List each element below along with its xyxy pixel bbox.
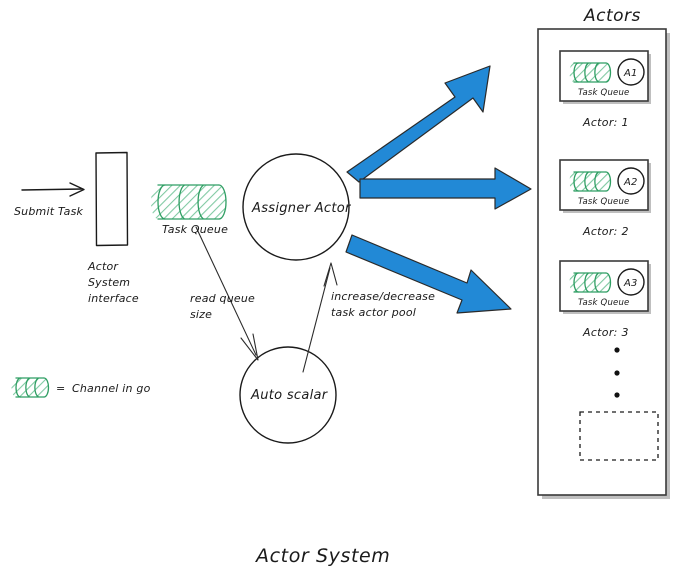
actors-panel-title: Actors [583, 6, 641, 26]
read-queue-size-arrow-icon [195, 226, 259, 361]
read-queue-size-label-line1: read queue [190, 292, 255, 305]
actor-3-queue-label: Task Queue [578, 298, 630, 308]
legend-equals-sign: = [56, 382, 65, 395]
auto-scalar-node [239, 346, 337, 444]
actor-3-caption: Actor: 3 [582, 326, 629, 339]
task-queue-cylinder-icon [151, 184, 227, 220]
actor-card-1[interactable] [559, 50, 651, 104]
scale-pool-label-line1: increase/decrease [331, 290, 435, 303]
actor-1-queue-icon [569, 62, 612, 83]
read-queue-size-label-line2: size [190, 308, 212, 321]
actor-3-badge: A3 [623, 278, 638, 289]
auto-scalar-label: Auto scalar [250, 388, 329, 403]
interface-caption-line2: System [88, 276, 130, 289]
actor-card-3[interactable] [559, 260, 651, 314]
assigner-actor-label: Assigner Actor [251, 201, 352, 216]
actor-1-caption: Actor: 1 [582, 116, 629, 129]
actor-3-queue-icon [569, 272, 612, 293]
actor-1-queue-label: Task Queue [578, 88, 630, 98]
actor-2-queue-icon [569, 171, 612, 192]
actor-2-badge: A2 [623, 177, 638, 188]
actor-2-caption: Actor: 2 [582, 225, 629, 238]
actor-2-queue-label: Task Queue [578, 197, 630, 207]
dispatch-arrow-actor-3-icon [345, 234, 512, 314]
scale-pool-arrow-icon [302, 262, 338, 373]
submit-task-arrow-icon [21, 182, 85, 197]
dispatch-arrow-actor-2-icon [359, 167, 532, 210]
legend-text: Channel in go [72, 382, 151, 395]
dispatch-arrow-actor-1-icon [346, 65, 491, 183]
scale-pool-label-line2: task actor pool [331, 306, 416, 319]
interface-caption-line3: interface [88, 292, 139, 305]
actor-1-badge: A1 [623, 68, 638, 79]
submit-task-label: Submit Task [14, 205, 84, 218]
interface-caption-line1: Actor [87, 260, 119, 273]
main-task-queue-label: Task Queue [162, 223, 228, 236]
actor-system-interface-box [95, 151, 129, 247]
diagram-title: Actor System [254, 545, 390, 567]
legend-channel-icon [11, 377, 50, 398]
placeholder-actor-card [579, 411, 659, 461]
actor-card-2[interactable] [559, 159, 651, 213]
actors-ellipsis [614, 347, 620, 398]
assigner-actor-node [242, 153, 350, 261]
